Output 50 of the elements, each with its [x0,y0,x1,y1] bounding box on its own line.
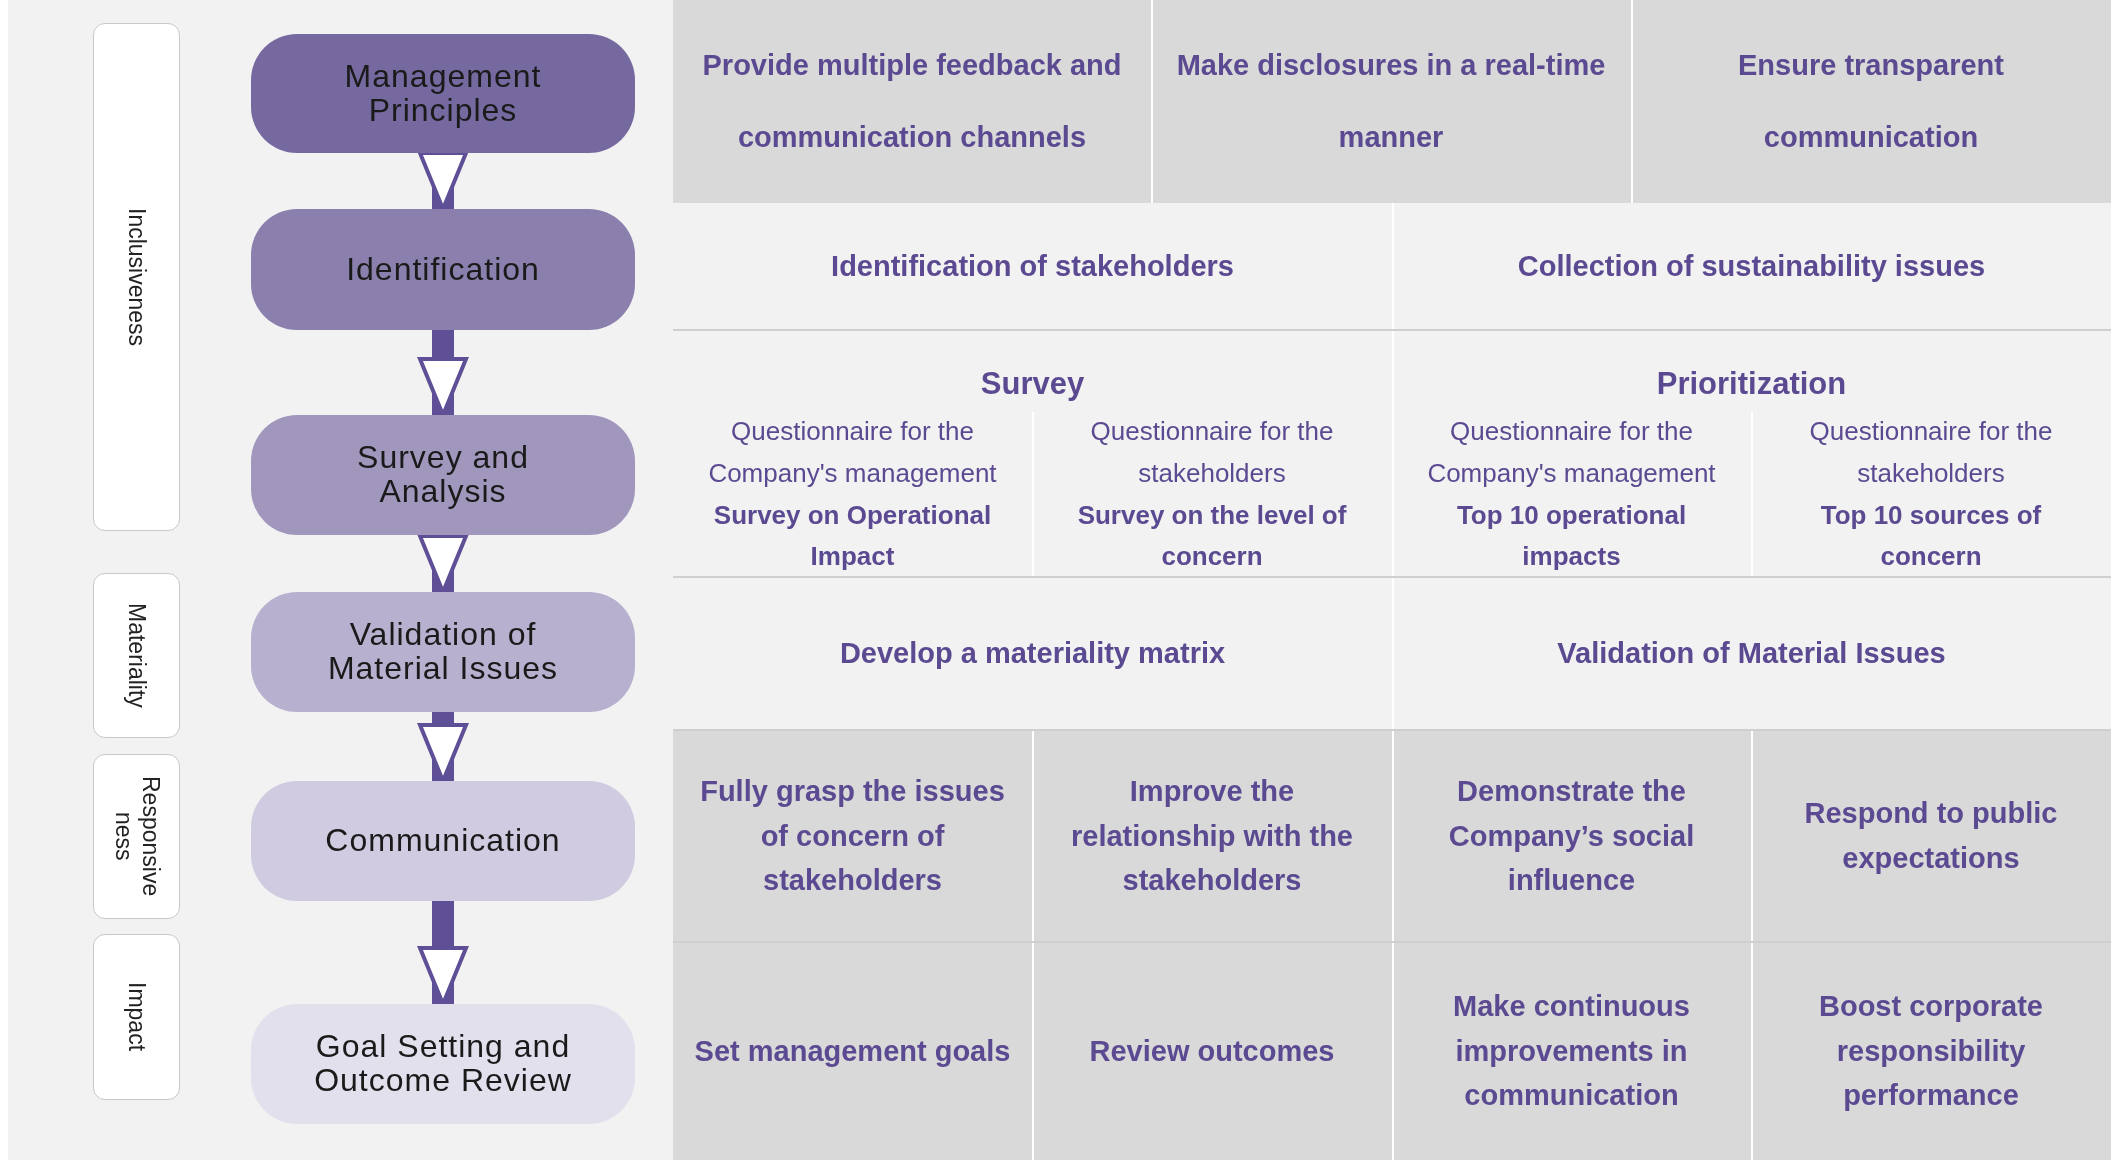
arrow [418,151,468,211]
column-header: Prioritization [1656,364,1847,403]
cell-text: Develop a materiality matrix [839,636,1226,672]
arrow [418,330,468,417]
cell-text: Survey on the level of concern [1076,498,1348,574]
node-text: Identification [346,252,540,287]
process-box [251,415,635,535]
side-label-box [93,934,180,1100]
cell-text: Boost corporate responsibility performance [1818,988,2044,1114]
cell-text: Demonstrate the Company’s social influence [1447,773,1696,899]
cell-text: Collection of sustainability issues [1517,249,1986,285]
node-text: Inclusiveness [123,207,150,347]
node-text: Materiality [123,603,150,708]
cell-text: Identification of stakeholders [831,249,1234,285]
arrow [418,712,468,783]
cell-text: Validation of Material Issues [1557,636,1946,672]
node-text: Communication [325,824,561,858]
cell-text: Provide multiple feedback and communication channels [701,48,1123,155]
process-box [251,34,635,153]
cell-text: Survey on Operational Impact [712,498,993,574]
cell-text: Respond to public expectations [1803,796,2059,876]
cell-text: Questionnaire for the stakeholders [1089,415,1335,490]
cell-text: Improve the relationship with the stakeholders [1070,773,1354,899]
cell-text: Set management goals [694,1033,1011,1069]
cell-text: Top 10 sources of concern [1819,498,2043,574]
node-text: Validation of Material Issues [326,618,560,686]
node-text: Impact [123,982,150,1052]
side-label-box [93,23,180,531]
cell-text: Review outcomes [1089,1033,1335,1069]
cell-text: Questionnaire for the Company's management [707,415,998,490]
process-box [251,781,635,901]
process-box [251,1004,635,1124]
side-label-box [93,754,180,919]
node-text: Management Principles [343,59,543,128]
process-box [251,209,635,330]
node-text: Responsive ness [109,775,164,899]
cell-text: Questionnaire for the Company's management [1426,415,1717,490]
node-text: Goal Setting and Outcome Review [313,1030,573,1098]
column-header: Survey [980,364,1085,403]
cell-text: Make continuous improvements in communication [1452,988,1691,1114]
node-text: Survey and Analysis [356,441,530,509]
cell-text: Ensure transparent communication [1737,48,2005,155]
cell-text: Fully grasp the issues of concern of stakeholders [699,773,1006,899]
process-box [251,592,635,712]
cell-text: Top 10 operational impacts [1455,498,1688,574]
side-label-box [93,573,180,738]
cell-text: Questionnaire for the stakeholders [1808,415,2054,490]
arrow [418,901,468,1006]
arrow [418,534,468,594]
cell-text: Make disclosures in a real-time manner [1175,48,1607,155]
